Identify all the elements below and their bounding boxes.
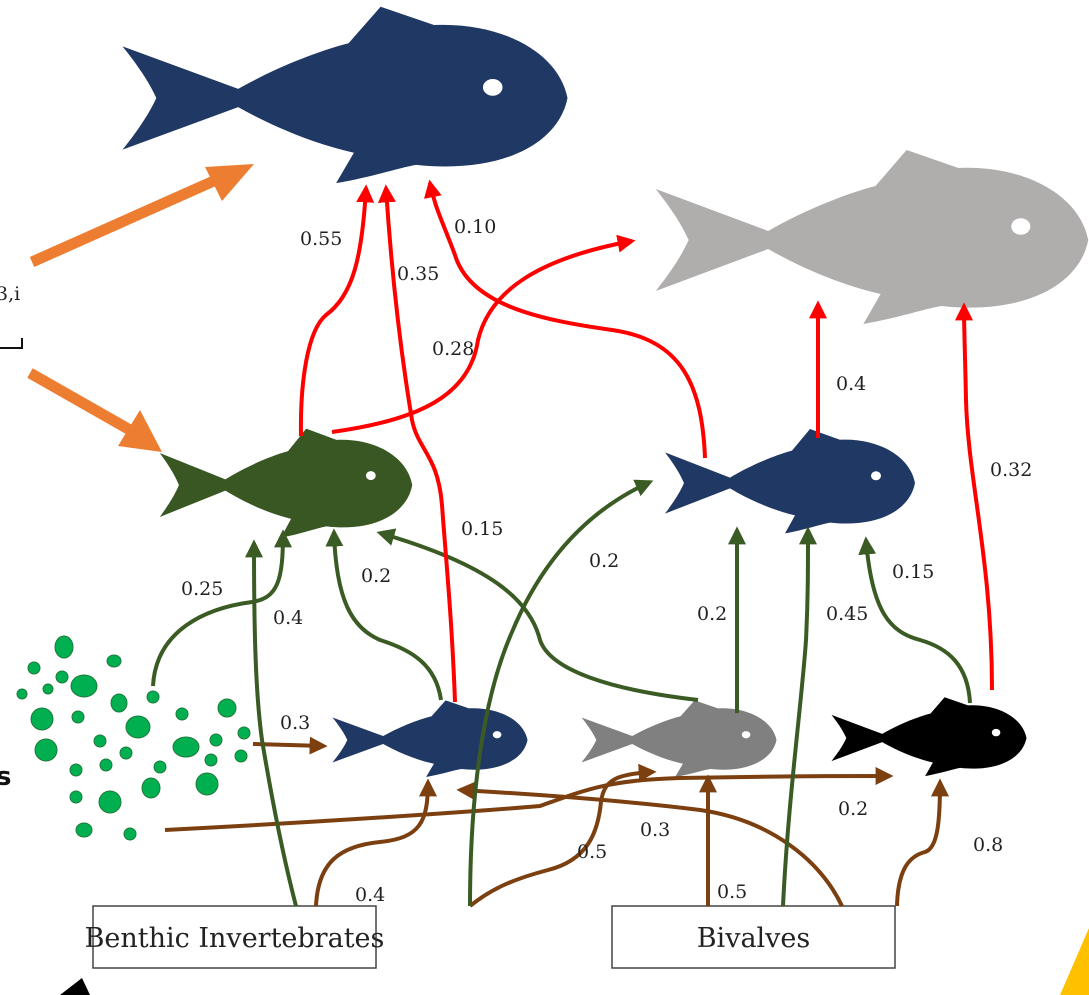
label-red-055: 0.55: [300, 228, 342, 250]
label-green-02-c: 0.2: [697, 603, 727, 625]
label-brown-05-a: 0.5: [577, 841, 607, 863]
label-green-02-b: 0.2: [589, 550, 619, 572]
flow-small-grey-to-green-fish: [380, 533, 698, 700]
cut-bracket: [0, 338, 22, 348]
black-arrowhead-corner: [60, 978, 90, 995]
flow-black-to-grey: [964, 306, 992, 690]
label-green-025: 0.25: [181, 578, 223, 600]
orange-arrows: [30, 164, 254, 452]
bivalves-box: Bivalves: [612, 906, 895, 968]
label-brown-05-b: 0.5: [717, 881, 747, 903]
gold-corner-shape: [1060, 928, 1089, 995]
benthic-invertebrates-box: Benthic Invertebrates: [85, 906, 385, 968]
cut-text-upper: 3,i: [0, 283, 20, 305]
label-red-04: 0.4: [836, 373, 866, 395]
benthic-invertebrates-label: Benthic Invertebrates: [85, 923, 385, 954]
top-predator-fish: [123, 7, 568, 183]
label-red-028: 0.28: [432, 338, 474, 360]
label-brown-04: 0.4: [355, 884, 385, 906]
label-red-010: 0.10: [454, 216, 496, 238]
cut-text-lower: s: [0, 762, 11, 792]
flow-labels: 0.55 0.35 0.10 0.28 0.4 0.32 0.25 0.4 0.…: [181, 216, 1032, 906]
green-flows: [153, 482, 970, 906]
label-green-015-a: 0.15: [461, 518, 503, 540]
label-green-04: 0.4: [273, 607, 303, 629]
small-black-fish: [832, 697, 1027, 776]
phytoplankton-cells: [17, 636, 250, 840]
flow-phyto-to-green-fish: [153, 533, 283, 686]
label-green-02-a: 0.2: [361, 565, 391, 587]
label-brown-03-a: 0.3: [280, 712, 310, 734]
flow-small-blue-to-green-fish: [334, 532, 441, 700]
label-brown-03-b: 0.3: [640, 819, 670, 841]
label-red-035: 0.35: [397, 263, 439, 285]
grey-predator-fish: [656, 150, 1089, 324]
flow-green-fish-to-grey: [332, 241, 632, 432]
small-grey-fish: [582, 700, 777, 777]
bivalves-label: Bivalves: [697, 923, 811, 954]
small-blue-fish: [333, 700, 528, 777]
label-green-045: 0.45: [826, 603, 868, 625]
flow-bivalve-to-black: [897, 782, 940, 906]
flow-benthic-to-mid-blue: [470, 482, 650, 906]
green-fish: [160, 429, 413, 538]
label-green-015-b: 0.15: [892, 561, 934, 583]
label-red-032: 0.32: [990, 459, 1032, 481]
label-brown-08: 0.8: [973, 834, 1003, 856]
label-brown-02: 0.2: [838, 798, 868, 820]
brown-flows: [165, 744, 940, 906]
flow-green-fish-to-top: [301, 188, 366, 436]
